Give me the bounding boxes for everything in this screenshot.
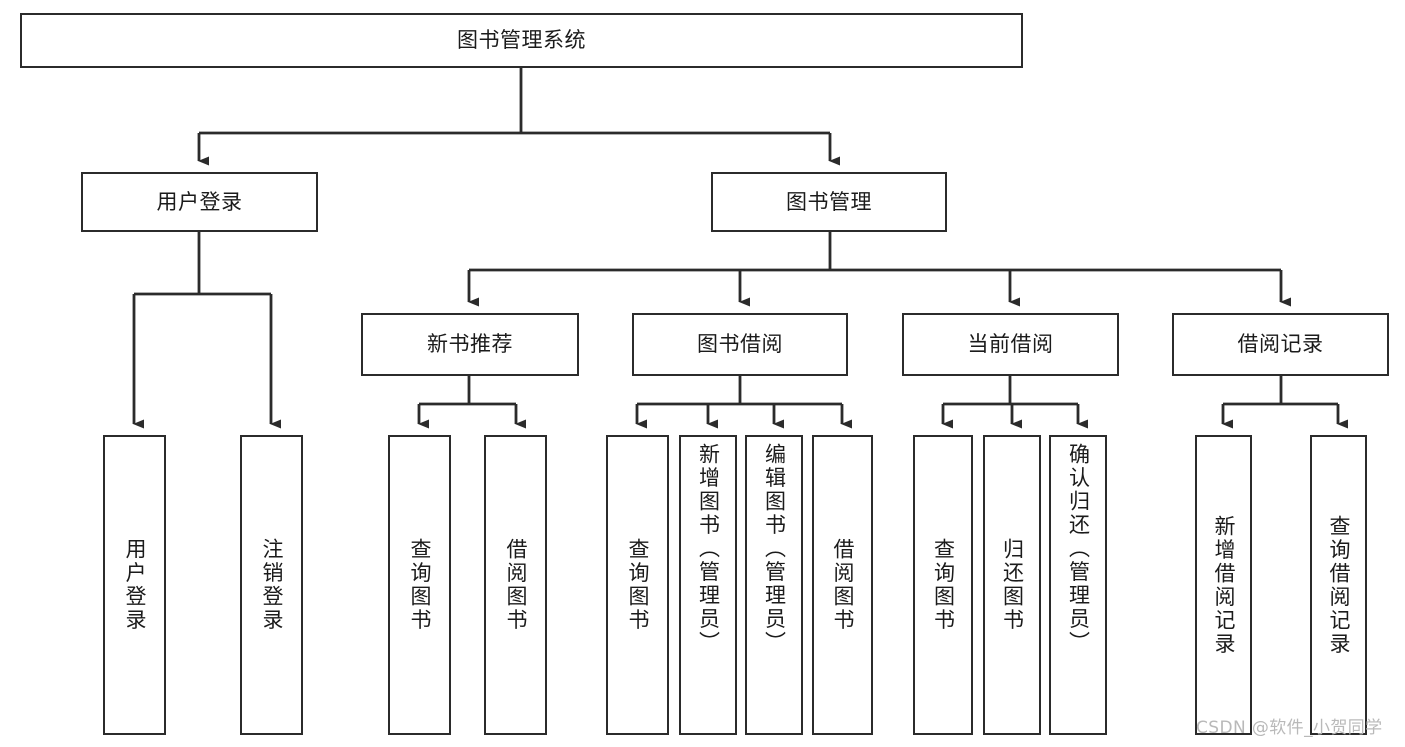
node-label: 注销登录 (260, 538, 284, 632)
node-label: 新书推荐 (427, 332, 513, 357)
node-leaf-borrow-book-recommend[interactable]: 借阅图书 (484, 435, 547, 735)
node-label: 新增图书（管理员） (696, 443, 721, 655)
node-leaf-borrow-book[interactable]: 借阅图书 (812, 435, 873, 735)
node-label: 借阅图书 (504, 538, 528, 632)
node-borrow-record[interactable]: 借阅记录 (1172, 313, 1389, 376)
node-label: 新增借阅记录 (1212, 514, 1236, 656)
node-leaf-confirm-return[interactable]: 确认归还（管理员） (1049, 435, 1107, 735)
node-label: 查询图书 (626, 538, 650, 632)
node-user-login[interactable]: 用户登录 (81, 172, 318, 232)
node-label: 图书管理系统 (457, 28, 586, 53)
node-book-borrow[interactable]: 图书借阅 (632, 313, 848, 376)
node-label: 编辑图书（管理员） (762, 443, 787, 655)
node-leaf-edit-book[interactable]: 编辑图书（管理员） (745, 435, 803, 735)
node-label: 查询图书 (931, 538, 956, 632)
node-book-manage[interactable]: 图书管理 (711, 172, 947, 232)
node-current-borrow[interactable]: 当前借阅 (902, 313, 1119, 376)
node-leaf-add-borrow-record[interactable]: 新增借阅记录 (1195, 435, 1252, 735)
node-label: 借阅图书 (831, 538, 855, 632)
node-leaf-query-borrow-record[interactable]: 查询借阅记录 (1310, 435, 1367, 735)
node-leaf-add-book[interactable]: 新增图书（管理员） (679, 435, 737, 735)
node-label: 用户登录 (123, 538, 147, 632)
node-leaf-user-logout[interactable]: 注销登录 (240, 435, 303, 735)
node-label: 图书管理 (786, 189, 872, 214)
node-leaf-user-login[interactable]: 用户登录 (103, 435, 166, 735)
node-new-book-recommend[interactable]: 新书推荐 (361, 313, 579, 376)
node-label: 借阅记录 (1237, 332, 1324, 357)
node-label: 用户登录 (156, 189, 243, 214)
node-label: 当前借阅 (967, 332, 1054, 357)
node-root-book-management-system[interactable]: 图书管理系统 (20, 13, 1023, 68)
node-label: 查询图书 (408, 538, 432, 632)
node-leaf-query-book-recommend[interactable]: 查询图书 (388, 435, 451, 735)
node-leaf-return-book[interactable]: 归还图书 (983, 435, 1041, 735)
node-label: 归还图书 (1000, 538, 1025, 632)
node-leaf-query-book-current[interactable]: 查询图书 (913, 435, 973, 735)
node-leaf-query-book-borrow[interactable]: 查询图书 (606, 435, 669, 735)
node-label: 查询借阅记录 (1327, 514, 1351, 656)
node-label: 图书借阅 (697, 332, 783, 357)
node-label: 确认归还（管理员） (1066, 443, 1091, 655)
